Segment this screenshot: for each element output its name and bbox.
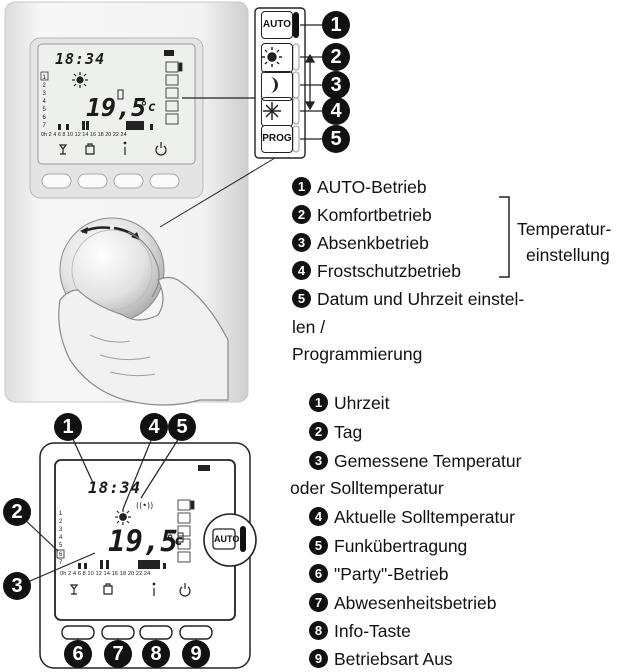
callout-top-4: 4 xyxy=(322,97,350,125)
top-lcd-temperature: 19,5 xyxy=(86,93,147,122)
hand-illustration xyxy=(58,276,229,406)
key-auto[interactable]: AUTO xyxy=(261,11,293,39)
svg-text:6: 6 xyxy=(43,115,47,121)
top-lcd-hour-scale: 0h 2 4 6 8 10 12 14 16 18 20 22 24 xyxy=(41,132,127,138)
svg-text:4: 4 xyxy=(43,99,47,105)
callout-bottom-1: 1 xyxy=(54,413,82,441)
frost-snowflake-icon xyxy=(263,102,281,120)
bottom-lcd-temperature: 19,5 xyxy=(108,524,178,558)
lcd-mode-icons xyxy=(165,61,183,125)
bottom-device-illustration: 123 45 67 ((•)) xyxy=(21,436,257,669)
bottom-lcd-schedule-bars xyxy=(78,560,166,569)
bracket-label-line1: Temperatur- xyxy=(517,219,612,239)
legend-bottom-item-6: 6"Party"-Betrieb xyxy=(309,563,449,585)
legend-bottom-item-3-line2: oder Solltemperatur xyxy=(290,478,444,498)
bottom-thermo-icon xyxy=(177,532,184,543)
svg-text:5: 5 xyxy=(43,107,47,113)
svg-text:2: 2 xyxy=(59,519,63,525)
temperature-bracket xyxy=(499,196,510,278)
svg-text:7: 7 xyxy=(43,123,47,129)
callout-bottom-6: 6 xyxy=(64,640,92,668)
day-list: 1 2 3 4 5 6 7 xyxy=(40,71,49,129)
svg-text:1: 1 xyxy=(59,511,63,517)
top-lcd-time: 18:34 xyxy=(55,50,106,68)
lcd-bottom-icons xyxy=(58,141,167,156)
svg-text:2: 2 xyxy=(43,83,47,89)
setback-moon-icon xyxy=(270,77,278,93)
lcd-schedule-bars xyxy=(58,121,153,130)
callout-bottom-9: 9 xyxy=(182,640,210,668)
top-lcd-unit: °c xyxy=(140,100,156,115)
callout-bottom-8: 8 xyxy=(142,640,170,668)
bottom-auto-key-label: AUTO xyxy=(214,534,240,544)
callout-top-3: 3 xyxy=(322,71,350,99)
bottom-lcd-hour-scale: 0h 2 4 6 8 10 12 14 16 18 20 22 24 xyxy=(60,571,151,577)
callout-top-2: 2 xyxy=(322,43,350,71)
bottom-device-buttons xyxy=(61,625,213,640)
key-prog-label: PROG xyxy=(262,133,292,144)
comfort-sun-icon xyxy=(262,47,282,67)
svg-text:7: 7 xyxy=(59,560,63,566)
bottom-radio-icon: ((•)) xyxy=(136,501,153,510)
legend-top-item-5-line2: len / xyxy=(292,317,326,337)
key-frost[interactable] xyxy=(261,97,293,127)
key-auto-label: AUTO xyxy=(262,19,292,30)
svg-text:5: 5 xyxy=(59,543,63,549)
callout-bottom-7: 7 xyxy=(104,640,132,668)
bracket-label-line2: einstellung xyxy=(526,245,610,265)
callout-bottom-4: 4 xyxy=(140,413,168,441)
key-prog[interactable]: PROG xyxy=(261,125,293,153)
svg-text:4: 4 xyxy=(59,535,63,541)
bottom-lcd-bottom-icons xyxy=(69,582,191,597)
lcd-thermo-icon xyxy=(117,89,124,100)
key-comfort[interactable] xyxy=(261,43,293,73)
top-device-buttons xyxy=(41,173,180,189)
lcd-sun-icon xyxy=(72,72,88,88)
bottom-lcd-sun-icon xyxy=(115,509,131,525)
bottom-lcd-time: 18:34 xyxy=(88,478,142,497)
callout-bottom-2: 2 xyxy=(3,498,31,526)
svg-text:1: 1 xyxy=(43,75,47,81)
up-down-arrow-icon xyxy=(304,53,316,111)
bottom-lcd-unit: °c xyxy=(166,533,183,549)
callout-bottom-3: 3 xyxy=(3,572,31,600)
callout-top-5: 5 xyxy=(322,125,350,153)
lcd-screen xyxy=(37,43,196,165)
bottom-lcd-mode-icons xyxy=(177,499,195,563)
svg-text:3: 3 xyxy=(43,91,47,97)
legend-top-item-5-line3: Programmierung xyxy=(292,344,423,364)
callout-bottom-5: 5 xyxy=(168,413,196,441)
svg-text:6: 6 xyxy=(59,552,63,558)
callout-top-1: 1 xyxy=(322,11,350,39)
svg-text:3: 3 xyxy=(59,527,63,533)
key-indicator-bars xyxy=(292,12,300,153)
key-setback[interactable] xyxy=(261,71,293,101)
